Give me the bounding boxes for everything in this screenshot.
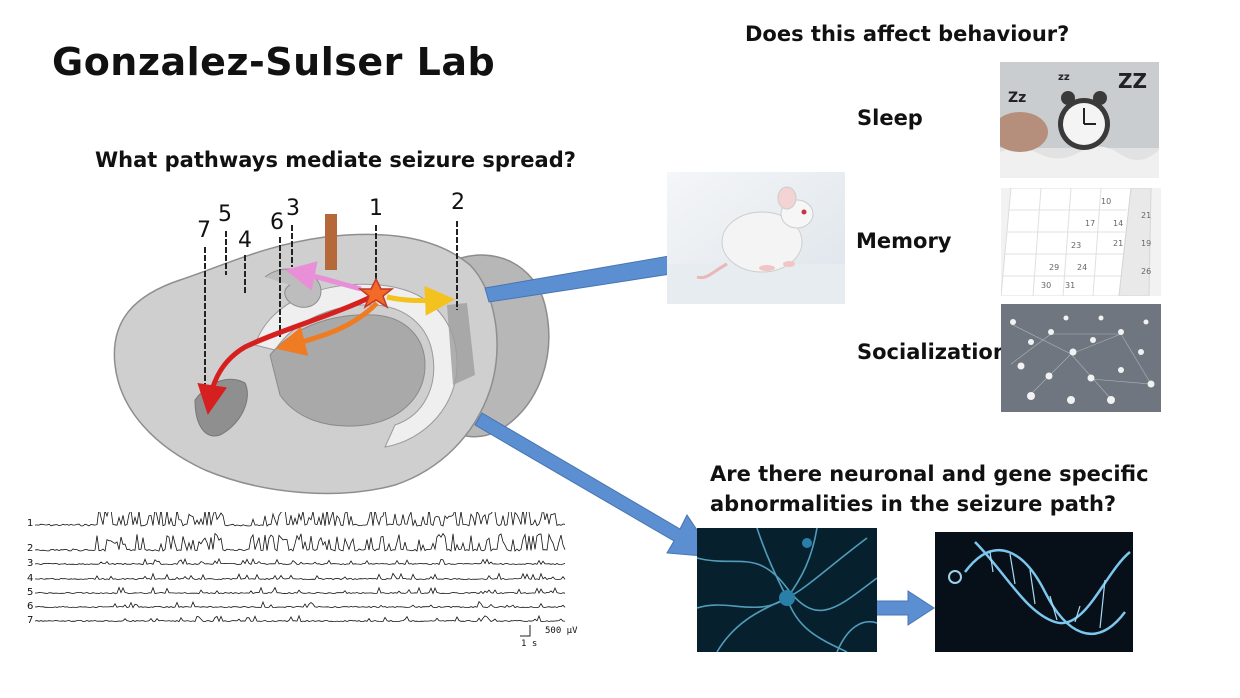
scale-time: 1 s bbox=[521, 639, 538, 649]
lab-title: Gonzalez-Sulser Lab bbox=[52, 40, 496, 84]
scale-voltage: 500 µV bbox=[545, 626, 578, 636]
eeg-trace-plot bbox=[35, 512, 566, 623]
mouse-photo bbox=[667, 172, 845, 304]
electrode-label-5: 5 bbox=[218, 202, 232, 227]
behaviour-question: Does this affect behaviour? bbox=[745, 22, 1070, 46]
electrode-label-1: 1 bbox=[369, 196, 383, 221]
path-red-arrow bbox=[197, 292, 377, 415]
eeg-trace-4 bbox=[35, 572, 566, 581]
thalamus bbox=[269, 314, 426, 427]
svg-text:31: 31 bbox=[1065, 281, 1075, 290]
optic-fiber bbox=[325, 214, 337, 270]
svg-text:23: 23 bbox=[1071, 241, 1081, 250]
behaviour-label-sleep: Sleep bbox=[857, 106, 923, 130]
seizure-origin-star bbox=[357, 277, 395, 309]
electrode-label-3: 3 bbox=[286, 196, 300, 221]
trace-label-5: 5 bbox=[27, 587, 34, 598]
neuron-photo bbox=[697, 528, 877, 652]
path-orange-arrow bbox=[275, 301, 379, 356]
visual-region bbox=[447, 303, 475, 385]
electrode-label-2: 2 bbox=[451, 190, 465, 215]
behaviour-label-socialization: Socialization bbox=[857, 340, 1008, 364]
eeg-traces: 1 2 3 4 5 6 7 500 µV 1 s bbox=[25, 512, 585, 652]
electrode-label-6: 6 bbox=[270, 210, 284, 235]
trace-label-6: 6 bbox=[27, 601, 34, 612]
eeg-trace-1 bbox=[35, 512, 566, 527]
svg-text:17: 17 bbox=[1085, 219, 1095, 228]
social-network-photo bbox=[1001, 304, 1161, 412]
dna-photo bbox=[935, 532, 1133, 652]
scale-bar bbox=[520, 625, 531, 637]
brain-diagram: 7 5 4 6 3 1 2 bbox=[113, 190, 550, 495]
svg-text:19: 19 bbox=[1141, 239, 1151, 248]
neuronal-question: Are there neuronal and gene specific abn… bbox=[710, 459, 1149, 519]
electrode-label-4: 4 bbox=[238, 228, 252, 253]
pathways-question: What pathways mediate seizure spread? bbox=[95, 148, 576, 172]
neuronal-question-line-1: Are there neuronal and gene specific bbox=[710, 462, 1149, 486]
trace-label-2: 2 bbox=[27, 543, 34, 554]
eeg-trace-7 bbox=[35, 614, 565, 623]
calendar-photo: 10 17 14 21 23 29 24 30 31 21 19 26 bbox=[1001, 188, 1161, 296]
trace-label-7: 7 bbox=[27, 615, 34, 626]
svg-text:21: 21 bbox=[1141, 211, 1151, 220]
behaviour-label-memory: Memory bbox=[856, 229, 952, 253]
svg-text:29: 29 bbox=[1049, 263, 1059, 272]
eeg-trace-5 bbox=[35, 586, 566, 595]
svg-text:26: 26 bbox=[1141, 267, 1151, 276]
svg-text:24: 24 bbox=[1077, 263, 1087, 272]
svg-text:14: 14 bbox=[1113, 219, 1123, 228]
trace-label-3: 3 bbox=[27, 558, 34, 569]
svg-text:21: 21 bbox=[1113, 239, 1123, 248]
path-yellow-arrow bbox=[386, 285, 455, 316]
trace-label-1: 1 bbox=[27, 518, 34, 529]
svg-text:zz: zz bbox=[1058, 72, 1070, 83]
svg-text:30: 30 bbox=[1041, 281, 1051, 290]
alarm-clock-photo: Zz zz ZZ bbox=[1000, 62, 1159, 178]
svg-text:10: 10 bbox=[1101, 197, 1111, 206]
svg-text:Zz: Zz bbox=[1008, 90, 1026, 106]
neuronal-question-line-2: abnormalities in the seizure path? bbox=[710, 492, 1117, 516]
eeg-trace-2 bbox=[35, 532, 566, 552]
trace-label-4: 4 bbox=[27, 573, 34, 584]
svg-text:ZZ: ZZ bbox=[1118, 69, 1147, 93]
eeg-trace-6 bbox=[35, 600, 566, 609]
path-pink-arrow bbox=[285, 261, 362, 292]
eeg-trace-3 bbox=[35, 557, 566, 566]
arrow-to-neurons bbox=[474, 412, 716, 558]
electrode-label-7: 7 bbox=[197, 218, 211, 243]
